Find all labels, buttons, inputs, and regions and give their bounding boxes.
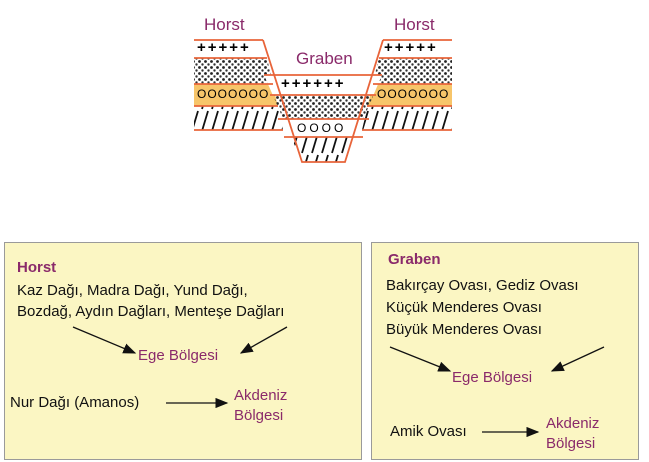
diagram-outlines [194,39,452,163]
horst-mountains-line1: Kaz Dağı, Madra Dağı, Yund Dağı, [17,282,248,299]
horst-arrows [72,326,288,409]
graben-region-akdeniz-2: Bölgesi [546,435,596,452]
graben-plains-line2: Küçük Menderes Ovası [386,299,542,316]
graben-plains-line1: Bakırçay Ovası, Gediz Ovası [386,277,579,294]
graben-arrows [389,346,605,438]
horst-left-label: Horst [204,15,245,34]
circles-row-left: OOOOOOO [197,87,270,101]
circles-row-right: OOOOOOO [377,87,450,101]
arrow-to-ege-left [389,346,452,372]
horst-graben-diagram [194,39,452,163]
graben-region-ege: Ege Bölgesi [452,369,533,386]
horst-region-ege: Ege Bölgesi [138,347,219,364]
horst-nur-dagi: Nur Dağı (Amanos) [10,394,140,411]
graben-panel-title: Graben [388,251,441,268]
plus-row-middle: ++++++ [281,75,346,92]
graben-region-akdeniz-1: Akdeniz [546,415,600,432]
arrow-to-ege-right [239,326,288,354]
plus-row-right: +++++ [384,39,438,56]
horst-mountains-line2: Bozdağ, Aydın Dağları, Menteşe Dağları [17,303,285,320]
arrow-to-ege-left [72,326,137,354]
horst-region-akdeniz-1: Akdeniz [234,387,288,404]
graben-label: Graben [296,49,353,68]
horst-region-akdeniz-2: Bölgesi [234,407,284,424]
horst-panel-title: Horst [17,259,57,276]
circles-row-middle: OOOO [297,121,347,135]
graben-plains-line3: Büyük Menderes Ovası [386,321,542,338]
arrow-to-ege-right [550,346,605,372]
graben-panel: Graben Bakırçay Ovası, Gediz Ovası Küçük… [371,242,639,460]
horst-right-label: Horst [394,15,435,34]
plus-row-left: +++++ [197,39,251,56]
horst-panel: Horst Kaz Dağı, Madra Dağı, Yund Dağı, B… [4,242,362,460]
graben-amik-ovasi: Amik Ovası [390,423,467,440]
